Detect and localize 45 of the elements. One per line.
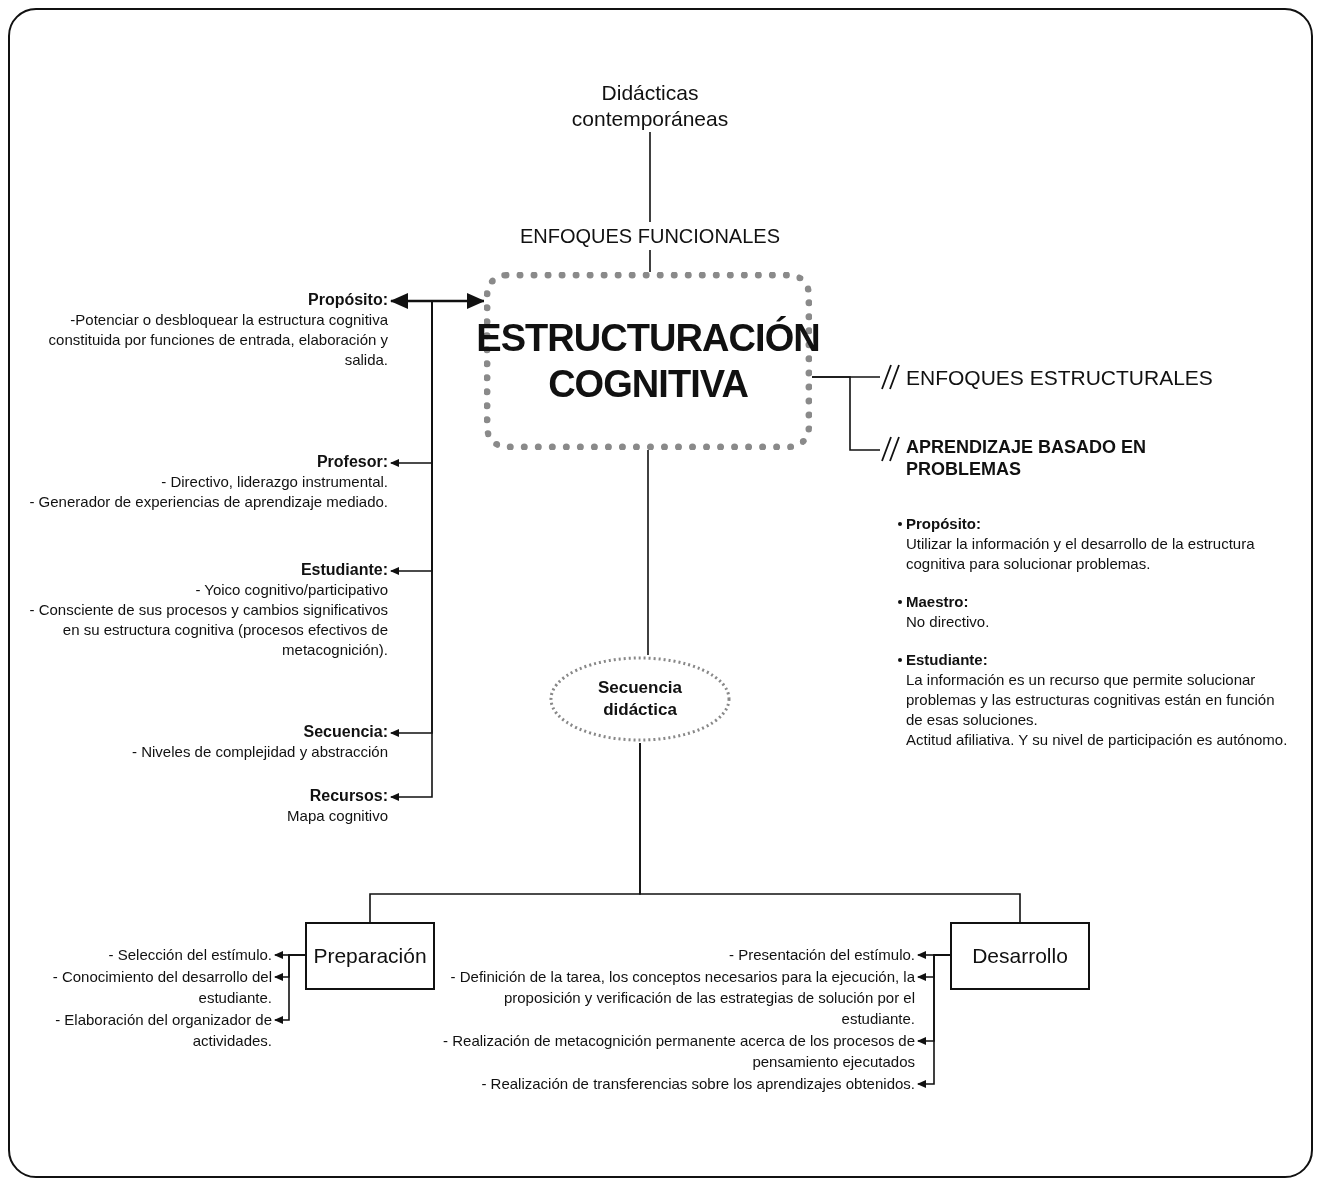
arrow <box>274 954 306 1024</box>
description-text: Actitud afiliativa. Y su nivel de participación es autónomo. <box>906 730 1289 750</box>
branch-heading: APRENDIZAJE BASADO EN PROBLEMAS <box>906 436 1148 480</box>
connector-line <box>649 131 651 223</box>
description-text: Utilizar la información y el desarrollo de la estructura cognitiva para solucionar problemas. <box>906 534 1256 574</box>
description-text: No directivo. <box>906 612 991 632</box>
list-item: - Selección del estímulo. <box>14 944 272 965</box>
list-item: - Conocimiento del desarrollo del estudiante. <box>14 966 272 1008</box>
ellipse-node <box>548 655 732 743</box>
concept-text: Didácticas contemporáneas <box>540 80 760 132</box>
list-item: - Realización de transferencias sobre los aprendizajes obtenidos. <box>420 1073 915 1094</box>
section-heading: Profesor: <box>316 452 388 472</box>
connector-line <box>811 376 881 451</box>
connector-line <box>639 742 1021 923</box>
section-heading: Estudiante: <box>300 560 388 580</box>
list-item: - Presentación del estímulo. <box>440 944 915 965</box>
description-text: Mapa cognitivo <box>287 806 388 826</box>
section-heading: Secuencia: <box>303 722 388 742</box>
description-text: - Directivo, liderazgo instrumental. <box>161 472 388 492</box>
connector-line <box>647 449 649 656</box>
list-item: - Definición de la tarea, los conceptos necesarios para la ejecución, la proposición y verificación de las estrategias de solución por el estudiante. <box>440 966 915 1029</box>
stage-label: Preparación <box>313 943 427 970</box>
stage-box <box>950 922 1090 990</box>
description-text: - Niveles de complejidad y abstracción <box>132 742 388 762</box>
list-item: - Elaboración del organizador de actividades. <box>14 1009 272 1051</box>
description-text: La información es un recurso que permite solucionar problemas y las estructuras cognitivas están en función de esas soluciones. <box>906 670 1276 730</box>
section-heading: Maestro: <box>906 592 969 612</box>
concept-text: ENFOQUES FUNCIONALES <box>470 222 830 250</box>
title-text: ESTRUCTURACIÓN COGNITIVA <box>475 315 821 407</box>
section-heading: Propósito: <box>906 514 981 534</box>
arrow <box>917 954 951 1088</box>
arrow <box>390 293 485 309</box>
stage-box <box>305 922 435 990</box>
section-heading: Estudiante: <box>906 650 988 670</box>
section-heading: Recursos: <box>309 786 388 806</box>
description-text: -Potenciar o desbloquear la estructura cognitiva constituida por funciones de entrada, elaboración y salida. <box>47 310 388 370</box>
section-heading: Propósito: <box>308 290 388 310</box>
connector-line <box>649 249 651 273</box>
description-text: - Yoico cognitivo/participativo <box>195 580 388 600</box>
description-text: - Generador de experiencias de aprendizaje mediado. <box>29 492 388 512</box>
ellipse-text: Secuencia didáctica <box>596 677 684 721</box>
description-text: - Consciente de sus procesos y cambios significativos en su estructura cognitiva (procesos efectivos de metacognición). <box>28 600 388 660</box>
stage-label: Desarrollo <box>972 943 1068 970</box>
list-item: - Realización de metacognición permanente acerca de los procesos de pensamiento ejecutados <box>440 1030 915 1072</box>
branch-heading: ENFOQUES ESTRUCTURALES <box>906 365 1213 391</box>
